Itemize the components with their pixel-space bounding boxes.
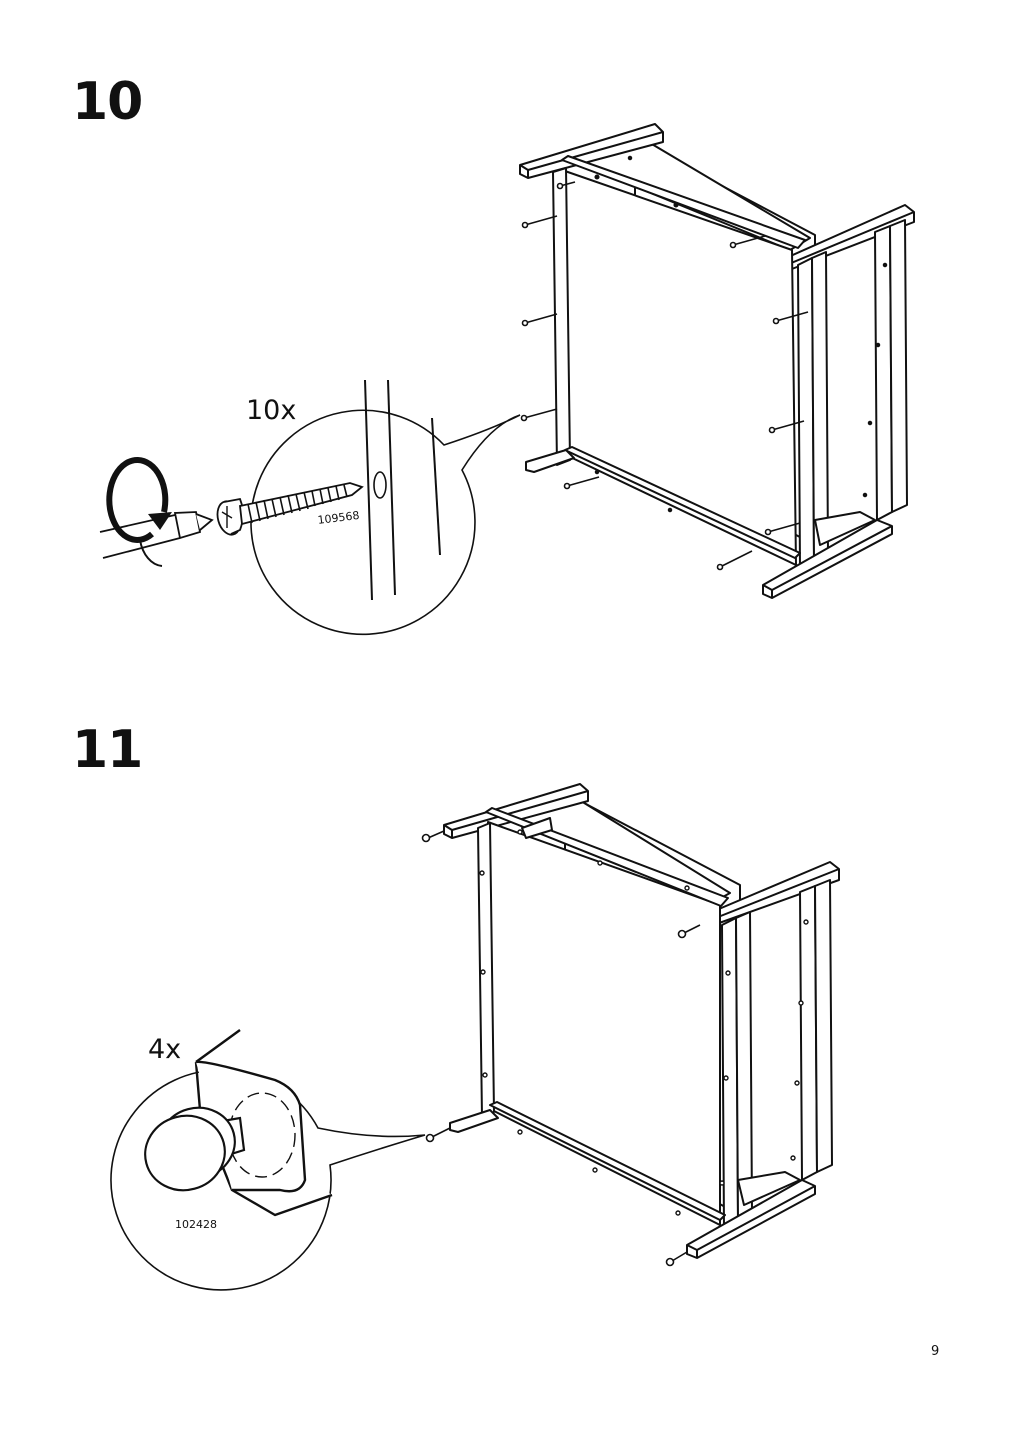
step-11-part-number: 102428 <box>175 1218 217 1231</box>
step-10-number: 10 <box>72 72 143 132</box>
screwdriver-icon <box>0 0 240 600</box>
step-10-detail-callout <box>0 0 520 640</box>
step-11-number: 11 <box>72 720 143 780</box>
glide-foot-icon <box>0 0 460 1280</box>
page-number: 9 <box>931 1344 940 1359</box>
step-10-frame-illustration <box>0 0 1012 700</box>
step-11-frame-illustration <box>0 0 1012 1300</box>
step-11-quantity: 4x <box>148 1034 182 1065</box>
screw-icon <box>0 0 400 600</box>
rotate-clockwise-icon <box>0 0 172 600</box>
step-10-quantity: 10x <box>246 395 297 426</box>
